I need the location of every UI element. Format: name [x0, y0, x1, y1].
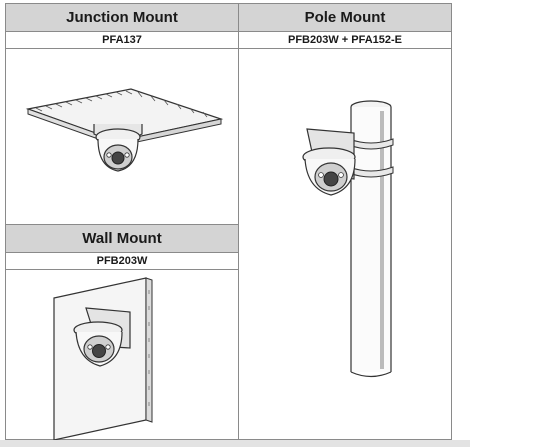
pole-mount-image-cell: [238, 48, 452, 440]
pole-mount-model: PFB203W + PFA152-E: [287, 34, 403, 46]
page-bottom-rule: [0, 440, 470, 447]
wall-mount-header: Wall Mount: [5, 224, 239, 253]
junction-mount-image-cell: [5, 48, 239, 225]
pole-mount-header: Pole Mount: [238, 3, 452, 32]
junction-mount-model: PFA137: [102, 34, 142, 46]
junction-mount-title: Junction Mount: [66, 9, 178, 26]
junction-mount-model-row: PFA137: [5, 31, 239, 49]
wall-mount-model-row: PFB203W: [5, 252, 239, 270]
mount-table: Junction Mount PFA137: [5, 3, 452, 441]
junction-mount-header: Junction Mount: [5, 3, 239, 32]
pole-mount-title: Pole Mount: [304, 9, 386, 26]
junction-mount-illustration: [25, 88, 224, 172]
wall-mount-title: Wall Mount: [82, 230, 162, 247]
wall-mount-illustration: [53, 277, 153, 441]
pole-mount-illustration: [302, 100, 394, 378]
wall-mount-image-cell: [5, 269, 239, 441]
wall-mount-model: PFB203W: [96, 255, 148, 267]
pole-mount-model-row: PFB203W + PFA152-E: [238, 31, 452, 49]
